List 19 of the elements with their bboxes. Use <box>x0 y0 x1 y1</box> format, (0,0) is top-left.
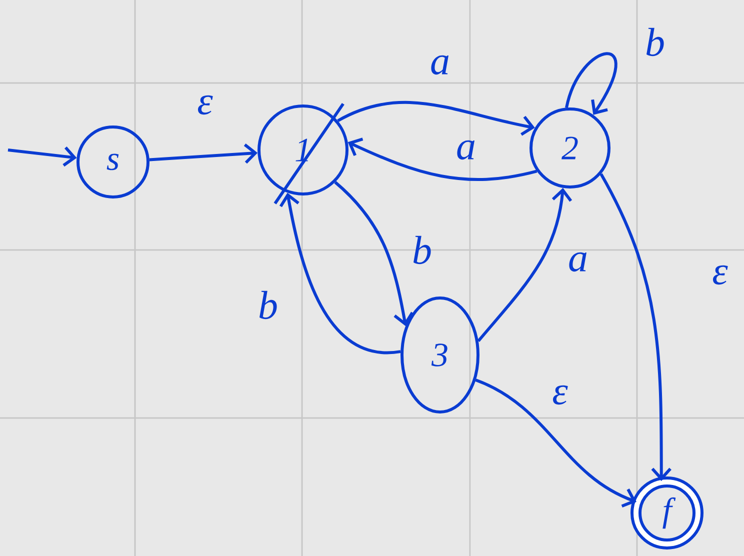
edge-label: b <box>646 28 664 56</box>
edge-label: b <box>414 236 431 264</box>
arrow <box>334 181 414 326</box>
edge-label: ε <box>712 265 728 285</box>
edge-label: ε <box>198 95 213 115</box>
arrow <box>149 143 258 164</box>
arrow <box>8 146 77 167</box>
arrow <box>279 192 401 354</box>
arrow <box>348 138 538 181</box>
edge-label: b <box>260 290 277 320</box>
arrow <box>475 378 636 508</box>
arrow <box>337 100 535 136</box>
edge-label: ε <box>552 385 568 405</box>
arrow <box>565 52 618 115</box>
arrow <box>477 188 572 342</box>
arrow <box>600 173 672 481</box>
edge-label: a <box>431 55 448 75</box>
edge-label: a <box>569 252 586 272</box>
edge-label: a <box>457 140 474 160</box>
